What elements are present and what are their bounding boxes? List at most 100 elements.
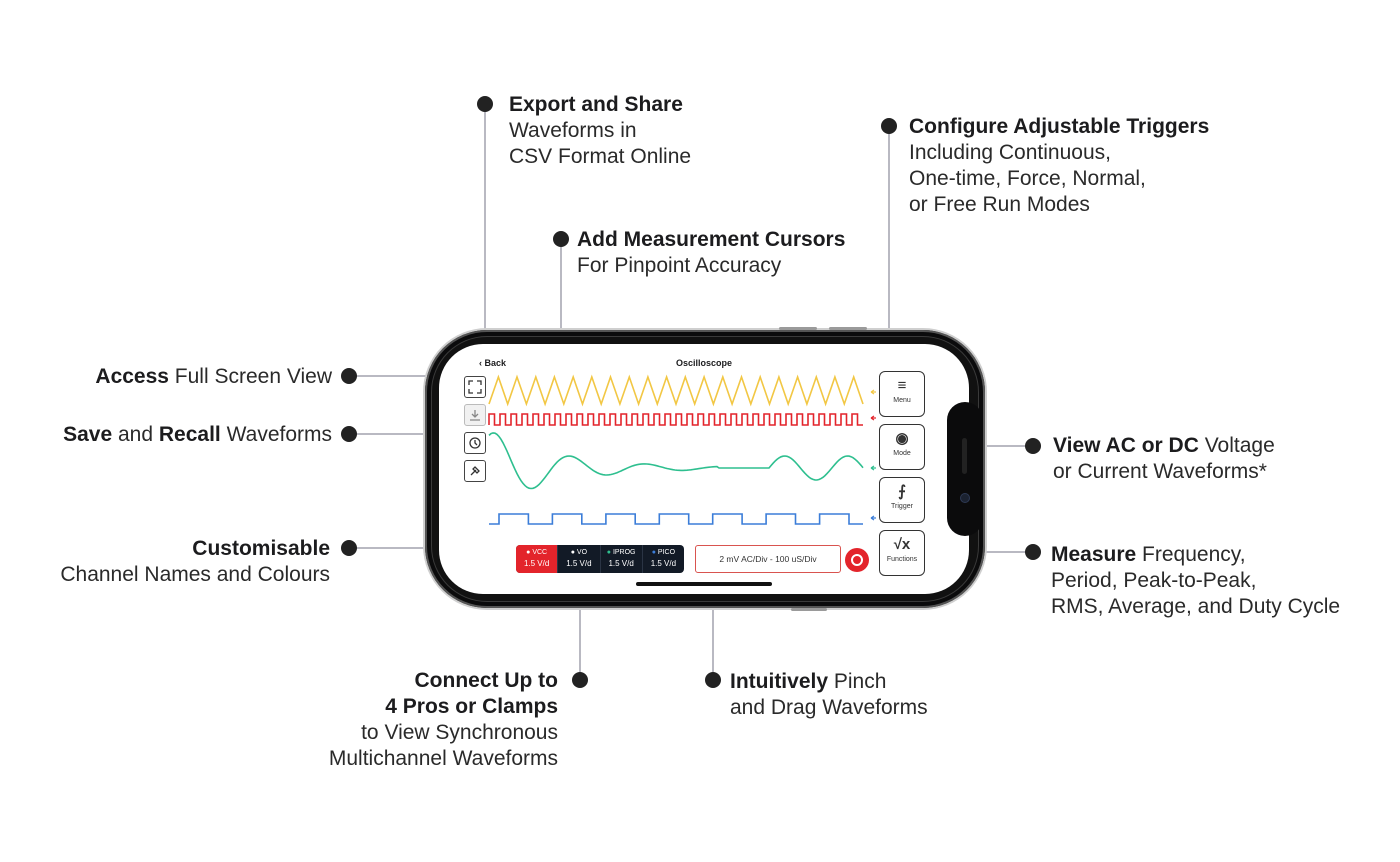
home-indicator[interactable] (636, 582, 772, 586)
callout-cursors-line2: For Pinpoint Accuracy (577, 254, 782, 277)
callout-dot-measure (1025, 544, 1041, 560)
callout-connect-bold2: 4 Pros or Clamps (385, 695, 558, 718)
channel-dot: ● (606, 549, 613, 556)
channel-name: PICO (657, 549, 676, 556)
callout-pinch-bold: Intuitively (730, 670, 829, 693)
marker-arrow-vo (870, 389, 876, 395)
callout-dot-save (341, 426, 357, 442)
channel-name: IPROG (612, 549, 636, 556)
callout-save: Save and Recall Waveforms (63, 422, 332, 448)
back-label: Back (484, 358, 507, 368)
dial-icon: ◉ (895, 430, 909, 447)
channel-vcc[interactable]: ● VCC 1.5 V/d (516, 545, 559, 573)
trigger-label: Trigger (891, 503, 913, 510)
callout-export-line2: Waveforms in (509, 119, 637, 142)
marker-arrow-vcc (870, 415, 876, 421)
save-icon (470, 410, 480, 421)
callout-triggers-title: Configure Adjustable Triggers (909, 115, 1210, 138)
recall-button[interactable] (464, 432, 486, 454)
scale-readout[interactable]: 2 mV AC/Div - 100 uS/Div (695, 545, 841, 573)
callout-acdc-bold: View AC or DC (1053, 434, 1199, 457)
callout-custom: Customisable Channel Names and Colours (60, 536, 330, 588)
callout-export-title: Export and Share (509, 93, 683, 116)
flashlight-button[interactable] (464, 460, 486, 482)
marker-arrow-pico (870, 515, 876, 521)
channel-pico[interactable]: ● PICO 1.5 V/d (643, 545, 684, 573)
callout-pinch: Intuitively Pinch and Drag Waveforms (730, 669, 928, 721)
callout-measure-rest: Frequency, (1136, 543, 1246, 566)
callout-dot-cursors (553, 231, 569, 247)
callout-dot-connect (572, 672, 588, 688)
phone-volume-up-button (779, 327, 817, 330)
callout-connect-line3: to View Synchronous (361, 721, 558, 744)
front-camera (961, 494, 969, 502)
callout-cursors: Add Measurement Cursors For Pinpoint Acc… (577, 227, 845, 279)
callout-fullscreen: Access Full Screen View (95, 364, 332, 390)
trigger-button[interactable]: ⨍ Trigger (879, 477, 925, 523)
callout-save-rest: Waveforms (220, 423, 332, 446)
menu-label: Menu (893, 397, 911, 404)
channel-dot: ● (651, 549, 658, 556)
channel-scale: 1.5 V/d (523, 559, 550, 568)
menu-button[interactable]: ≡ Menu (879, 371, 925, 417)
callout-connect: Connect Up to 4 Pros or Clamps to View S… (329, 668, 558, 772)
channel-name: VCC (532, 549, 548, 556)
speaker-grille (962, 438, 967, 474)
callout-export: Export and Share Waveforms in CSV Format… (509, 92, 691, 170)
channel-scale: 1.5 V/d (650, 559, 677, 568)
app-topbar: ‹ Back Oscilloscope (439, 358, 969, 374)
callout-triggers-line3: One-time, Force, Normal, (909, 167, 1146, 190)
fullscreen-button[interactable] (464, 376, 486, 398)
waveform-display[interactable] (439, 344, 969, 594)
waveform-vo[interactable] (488, 374, 864, 407)
callout-triggers-line2: Including Continuous, (909, 141, 1111, 164)
callout-acdc-line2: or Current Waveforms* (1053, 460, 1267, 483)
back-button[interactable]: ‹ Back (479, 358, 506, 368)
callout-cursors-title: Add Measurement Cursors (577, 228, 846, 251)
callout-measure-line2: Period, Peak-to-Peak, (1051, 569, 1257, 592)
callout-acdc-rest: Voltage (1198, 434, 1275, 457)
expand-icon (468, 380, 482, 394)
save-button[interactable] (464, 404, 486, 426)
callout-save-bold2: Recall (158, 423, 221, 446)
phone-device: ‹ Back Oscilloscope ≡ Men (425, 327, 985, 611)
callout-triggers-line4: or Free Run Modes (909, 193, 1090, 216)
callout-dot-custom (341, 540, 357, 556)
callout-fullscreen-bold: Access (95, 365, 169, 388)
callout-save-bold1: Save (63, 423, 113, 446)
callout-measure-line3: RMS, Average, and Duty Cycle (1051, 595, 1341, 618)
oscilloscope-app-screen: ‹ Back Oscilloscope ≡ Men (439, 344, 969, 594)
callout-acdc: View AC or DC Voltage or Current Wavefor… (1053, 433, 1275, 485)
callout-pinch-line2: and Drag Waveforms (730, 696, 928, 719)
waveform-iprog[interactable] (488, 432, 864, 490)
callout-custom-line2: Channel Names and Colours (60, 563, 330, 586)
callout-triggers: Configure Adjustable Triggers Including … (909, 114, 1209, 218)
callout-save-mid: and (112, 423, 159, 446)
channel-vo[interactable]: ● VO 1.5 V/d (558, 545, 601, 573)
callout-dot-pinch (705, 672, 721, 688)
brand-logo-icon (845, 548, 869, 572)
history-icon (469, 437, 481, 449)
mode-button[interactable]: ◉ Mode (879, 424, 925, 470)
callout-connect-bold1: Connect Up to (414, 669, 558, 692)
chevron-left-icon: ‹ (479, 358, 482, 368)
waveform-pico[interactable] (489, 513, 863, 525)
callout-dot-export (477, 96, 493, 112)
phone-power-button (791, 608, 827, 611)
hamburger-icon: ≡ (897, 377, 907, 394)
channel-scale: 1.5 V/d (566, 559, 592, 568)
channel-dot: ● (570, 549, 577, 556)
marker-arrow-iprog (870, 465, 876, 471)
callout-dot-fullscreen (341, 368, 357, 384)
channel-name: VO (576, 549, 588, 556)
phone-volume-down-button (829, 327, 867, 330)
channel-scale: 1.5 V/d (608, 559, 634, 568)
functions-button[interactable]: √x Functions (879, 530, 925, 576)
channel-iprog[interactable]: ● IPROG 1.5 V/d (601, 545, 643, 573)
sqrt-icon: √x (893, 536, 911, 553)
callout-custom-title: Customisable (192, 537, 330, 560)
callout-measure-bold: Measure (1051, 543, 1137, 566)
phone-notch (947, 402, 983, 536)
waveform-vcc[interactable] (488, 413, 863, 426)
callout-connect-line4: Multichannel Waveforms (328, 747, 558, 770)
